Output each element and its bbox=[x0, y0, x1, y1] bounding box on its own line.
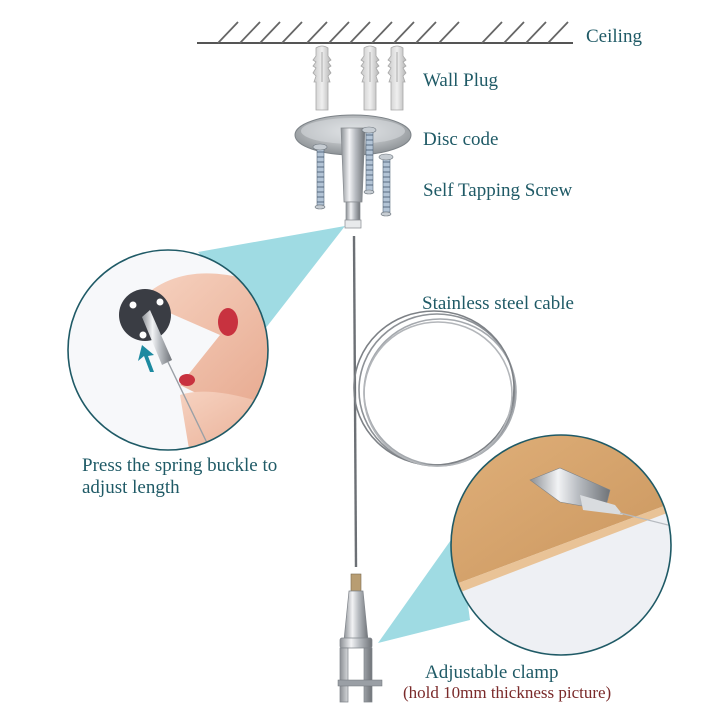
label-press-spring-buckle: Press the spring buckle to adjust length bbox=[82, 455, 278, 498]
clamp-detail-circle bbox=[450, 434, 672, 656]
label-ceiling: Ceiling bbox=[586, 26, 642, 47]
ceiling-hatch-icon bbox=[197, 21, 573, 44]
callout-pointer-right bbox=[378, 530, 470, 643]
ceiling-disc-icon bbox=[294, 114, 412, 229]
label-self-tapping-screw: Self Tapping Screw bbox=[423, 180, 573, 201]
label-wall-plug: Wall Plug bbox=[423, 70, 498, 91]
coiled-cable-icon bbox=[353, 310, 517, 467]
clamp-icon bbox=[337, 573, 383, 703]
screw-icon bbox=[312, 126, 394, 217]
callout-pointer-left bbox=[198, 226, 345, 338]
label-disc-code: Disc code bbox=[423, 129, 499, 150]
wall-plug-icon bbox=[312, 45, 407, 111]
label-clamp-note: (hold 10mm thickness picture) bbox=[403, 683, 612, 702]
label-stainless-steel-cable: Stainless steel cable bbox=[422, 293, 574, 314]
label-adjustable-clamp: Adjustable clamp bbox=[425, 662, 559, 683]
